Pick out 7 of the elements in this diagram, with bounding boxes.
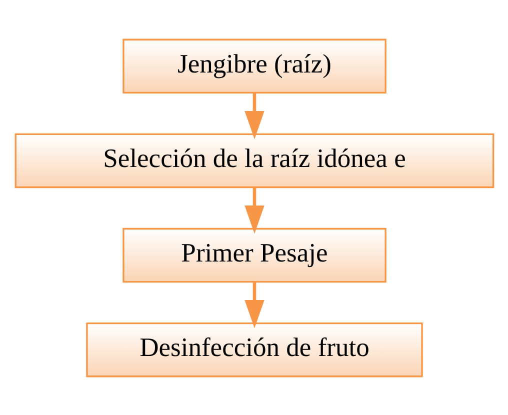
arrow — [244, 281, 264, 328]
arrow — [244, 92, 264, 139]
node-box: Jengibre (raíz) — [122, 38, 386, 94]
arrow — [244, 186, 264, 234]
node-box: Desinfección de fruto — [86, 322, 422, 377]
node-box: Selección de la raíz idónea e — [14, 132, 494, 188]
node-box: Primer Pesaje — [122, 227, 386, 282]
